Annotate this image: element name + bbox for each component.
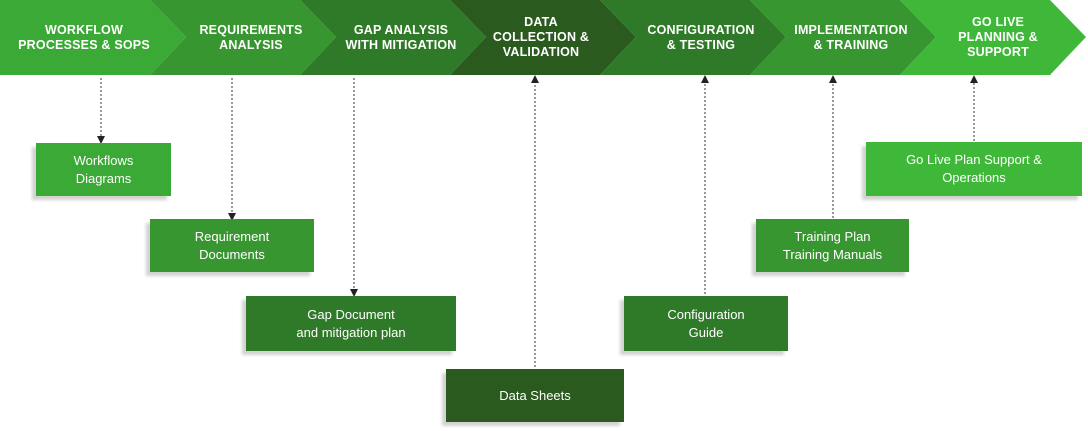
phase-chevron-7 (900, 0, 1086, 75)
phase-label-4: DATA COLLECTION & VALIDATION (492, 15, 590, 59)
phase-chevron-1 (0, 0, 186, 75)
deliverable-box-7: Go Live Plan Support & Operations (866, 142, 1082, 196)
deliverable-box-2: Requirement Documents (150, 219, 314, 272)
phase-chevron-4 (450, 0, 636, 75)
phase-label-1: WORKFLOW PROCESSES & SOPS (18, 22, 150, 52)
phase-chevron-2 (150, 0, 336, 75)
deliverable-box-6: Training Plan Training Manuals (756, 219, 909, 272)
deliverable-box-1: Workflows Diagrams (36, 143, 171, 196)
phase-label-5: CONFIGURATION & TESTING (647, 22, 755, 52)
phase-label-7: GO LIVE PLANNING & SUPPORT (958, 15, 1038, 59)
phase-chevron-5 (600, 0, 786, 75)
deliverable-box-5: Configuration Guide (624, 296, 788, 351)
deliverable-box-4: Data Sheets (446, 369, 624, 422)
phase-chevron-3 (300, 0, 486, 75)
phase-chevron-6 (750, 0, 936, 75)
phase-label-2: REQUIREMENTS ANALYSIS (199, 22, 303, 52)
phase-label-3: GAP ANALYSIS WITH MITIGATION (345, 22, 457, 52)
phase-label-6: IMPLEMENTATION & TRAINING (794, 22, 908, 52)
deliverable-box-3: Gap Document and mitigation plan (246, 296, 456, 351)
